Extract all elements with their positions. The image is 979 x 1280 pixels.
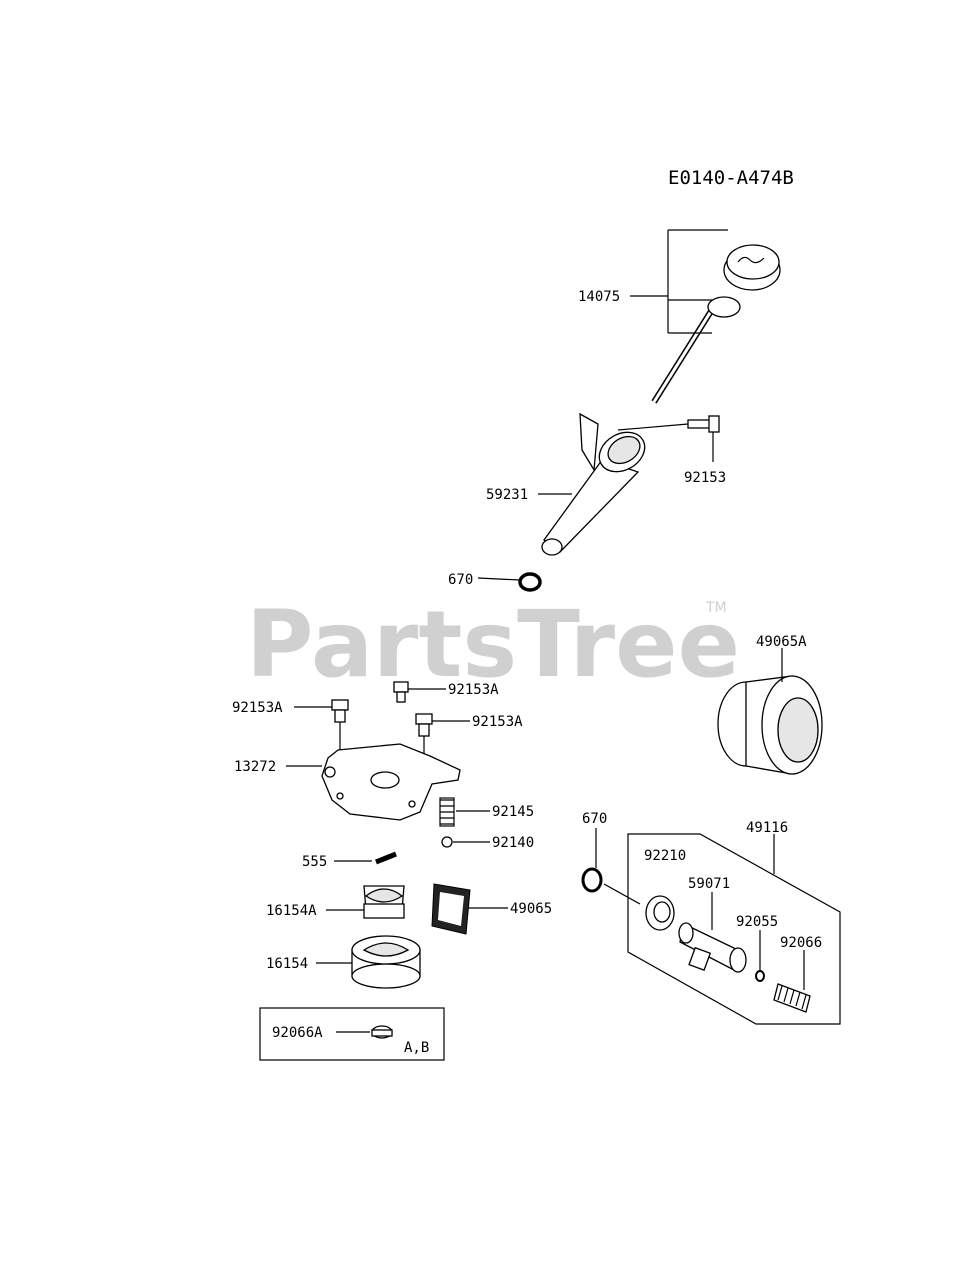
pump-cover-plate-part[interactable]: [321, 743, 461, 821]
label-16154[interactable]: 16154: [266, 956, 308, 972]
label-92153A-3[interactable]: 92153A: [472, 714, 523, 730]
oil-filter-part[interactable]: [717, 675, 823, 775]
variant-note: A,B: [404, 1040, 429, 1056]
spring-part[interactable]: [439, 797, 455, 827]
watermark-tm: TM: [705, 600, 727, 616]
bolt-92153A-3-part[interactable]: [415, 713, 433, 737]
label-49065A[interactable]: 49065A: [756, 634, 807, 650]
inner-rotor-part[interactable]: [363, 885, 405, 919]
dipstick-part[interactable]: [651, 244, 781, 404]
fitting-59071-part[interactable]: [678, 922, 747, 973]
label-92055[interactable]: 92055: [736, 914, 778, 930]
label-92066A[interactable]: 92066A: [272, 1025, 323, 1041]
label-49065[interactable]: 49065: [510, 901, 552, 917]
nut-92210-part[interactable]: [645, 895, 675, 931]
label-59231[interactable]: 59231: [486, 487, 528, 503]
label-92153A-2[interactable]: 92153A: [232, 700, 283, 716]
o-ring-92055-part[interactable]: [755, 970, 765, 982]
variant-box: [259, 1007, 445, 1061]
label-16154A[interactable]: 16154A: [266, 903, 317, 919]
label-13272[interactable]: 13272: [234, 759, 276, 775]
filler-tube-part[interactable]: [541, 412, 652, 556]
label-670-top[interactable]: 670: [448, 572, 473, 588]
o-ring-670-top-part[interactable]: [518, 572, 542, 592]
leader-670-top: [477, 577, 521, 581]
group-49116-outline: [627, 833, 841, 1025]
cap-92066A-part[interactable]: [371, 1025, 393, 1039]
pin-part[interactable]: [375, 851, 397, 865]
gasket-part[interactable]: [431, 883, 471, 935]
label-92140[interactable]: 92140: [492, 835, 534, 851]
label-92153A-1[interactable]: 92153A: [448, 682, 499, 698]
label-92210[interactable]: 92210: [644, 848, 686, 864]
nipple-92066-part[interactable]: [773, 983, 811, 1013]
outer-rotor-part[interactable]: [351, 935, 421, 989]
watermark-logo: PartsTree: [246, 591, 740, 698]
label-92066[interactable]: 92066: [780, 935, 822, 951]
label-14075[interactable]: 14075: [578, 289, 620, 305]
label-59071[interactable]: 59071: [688, 876, 730, 892]
bolt-92153A-1-part[interactable]: [393, 681, 409, 703]
bolt-92153A-2-part[interactable]: [331, 699, 349, 723]
bolt-92153-part[interactable]: [687, 415, 720, 433]
label-555[interactable]: 555: [302, 854, 327, 870]
label-92145[interactable]: 92145: [492, 804, 534, 820]
ball-part[interactable]: [441, 836, 453, 848]
label-92153[interactable]: 92153: [684, 470, 726, 486]
label-49116[interactable]: 49116: [746, 820, 788, 836]
diagram-code: E0140-A474B: [668, 167, 794, 189]
o-ring-670-mid-part[interactable]: [581, 867, 603, 893]
label-670-mid[interactable]: 670: [582, 811, 607, 827]
